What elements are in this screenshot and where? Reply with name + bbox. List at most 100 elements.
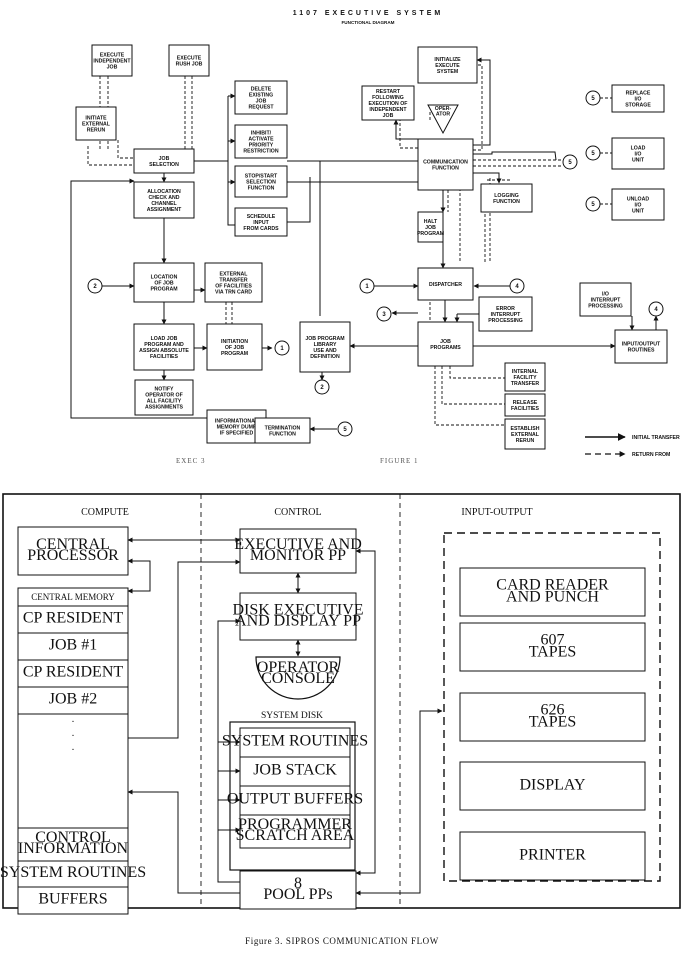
load-io-unit-box-text: LOAD [631, 145, 646, 151]
io-routines-box-text: ROUTINES [628, 347, 655, 353]
error-interrupt-box-text: ERROR [496, 306, 515, 312]
central-processor-box-text: PROCESSOR [27, 547, 119, 564]
diagram1-footer-left: EXEC 3 [176, 457, 206, 465]
svg-text:5: 5 [568, 160, 572, 166]
memory-bottom-row-text: BUFFERS [38, 891, 107, 908]
memory-bottom-row-text: CONTROL [35, 829, 111, 846]
memory-dump-box-text: IF SPECIFIED [220, 430, 254, 436]
load-job-program-box-text: ASSIGN ABSOLUTE [139, 348, 189, 354]
halt-job-program-box-text: JOB [425, 225, 436, 231]
legend-return-from: RETURN FROM [632, 452, 670, 458]
execute-rush-job-box-text: EXECUTE [177, 55, 202, 61]
svg-text:1: 1 [365, 284, 369, 290]
load-job-program-box-text: PROGRAM AND [144, 342, 184, 348]
unload-io-unit-box-text: UNIT [632, 208, 645, 214]
initiate-external-rerun-box-text: INITIATE [85, 115, 107, 121]
io-device-box-text: TAPES [529, 643, 577, 660]
logging-function-box-text: LOGGING [494, 193, 519, 199]
communication-function-box-text: FUNCTION [432, 165, 459, 171]
initiate-external-rerun-box-text: RERUN [87, 127, 106, 133]
allocation-check-box-text: ALLOCATION [147, 189, 181, 195]
io-device-box-text: DISPLAY [519, 776, 586, 793]
internal-facility-transfer-box-text: FACILITY [513, 375, 537, 381]
restart-following-box-text: EXECUTION OF [369, 101, 408, 107]
disk-row: OUTPUT BUFFERS [227, 785, 363, 816]
diagram1-subtitle: FUNCTIONAL DIAGRAM [342, 20, 395, 25]
svg-text:2: 2 [320, 385, 324, 391]
inhibit-activate-box-text: PRIORITY [249, 142, 274, 148]
memory-row-text: JOB #2 [49, 691, 97, 708]
memory-bottom-row-text: INFORMATION [18, 840, 129, 857]
external-transfer-box-text: EXTERNAL [220, 271, 249, 277]
execute-independent-job-box-text: INDEPENDENT [93, 58, 131, 64]
disk-row: JOB STACK [239, 756, 351, 787]
initiation-of-job-box-text: INITIATION [221, 339, 248, 345]
location-of-job-box-text: PROGRAM [150, 286, 177, 292]
dispatcher-box-text: DISPATCHER [429, 282, 462, 288]
allocation-check-box-text: CHECK AND [149, 195, 180, 201]
execute-independent-job-box-text: JOB [107, 64, 118, 70]
operator-label: OPER-ATOR [435, 106, 452, 117]
initiation-of-job-box-text: PROGRAM [221, 351, 248, 357]
stop-start-selection-box-text: STOP/START [245, 173, 278, 179]
operator-console-label-text: CONSOLE [261, 670, 335, 687]
load-io-unit-box-text: I/O [635, 151, 642, 157]
external-transfer-box-text: VIA TRN CARD [215, 289, 252, 295]
io-device-box-text: CARD READER [496, 576, 609, 593]
operator-console-shape [255, 656, 341, 700]
executive-monitor-box-text: MONITOR PP [250, 547, 346, 564]
notify-operator-box-text: ASSIGNMENTS [145, 404, 184, 410]
memory-bottom-row: SYSTEM ROUTINES [0, 860, 146, 888]
delete-existing-job-box-text: JOB [256, 98, 267, 104]
release-facilities-box-text: RELEASE [513, 400, 538, 406]
memory-row: JOB #1 [17, 632, 129, 661]
execute-rush-job-box-text: RUSH JOB [176, 61, 203, 67]
disk-row-text: OUTPUT BUFFERS [227, 791, 363, 808]
initiate-external-rerun-box-text: EXTERNAL [82, 121, 111, 127]
schedule-input-box-text: FROM CARDS [243, 226, 279, 232]
io-device-box-text: PRINTER [519, 846, 586, 863]
diagram1-title: 1107 EXECUTIVE SYSTEM [293, 10, 444, 17]
memory-row: CP RESIDENT [17, 605, 129, 634]
disk-row-text: JOB STACK [253, 762, 337, 779]
job-programs-box-text: JOB [440, 339, 451, 345]
diagram1-footer-center: FIGURE 1 [380, 457, 419, 465]
halt-job-program-box-text: HALT [424, 219, 438, 225]
io-container [443, 532, 661, 882]
system-disk-label: SYSTEM DISK [261, 711, 323, 721]
load-io-unit-box-text: UNIT [632, 157, 645, 163]
internal-facility-transfer-box-text: INTERNAL [512, 369, 539, 375]
operator-console-label-text: OPERATOR [257, 659, 340, 676]
central-memory-label: CENTRAL MEMORY [31, 592, 115, 602]
io-device-box-text: 626 [541, 701, 565, 718]
job-selection-box-text: SELECTION [149, 162, 179, 168]
svg-text:5: 5 [591, 151, 595, 157]
disk-row: SYSTEM ROUTINES [222, 727, 368, 758]
location-of-job-box-text: LOCATION [151, 274, 178, 280]
establish-external-rerun-box-text: ESTABLISH [510, 426, 539, 432]
system-disk-container [229, 721, 356, 871]
communication-function-box-text: COMMUNICATION [423, 159, 468, 165]
notify-operator-box-text: ALL FACILITY [147, 398, 182, 404]
io-device-box: PRINTER [459, 831, 646, 881]
disk-row-text: SCRATCH AREA [236, 827, 355, 844]
restart-following-box-text: RESTART [376, 89, 401, 95]
external-transfer-box-text: TRANSFER [219, 277, 247, 283]
memory-row-text: JOB #1 [49, 637, 97, 654]
pool-pps-box-text: POOL PPs [263, 886, 332, 903]
